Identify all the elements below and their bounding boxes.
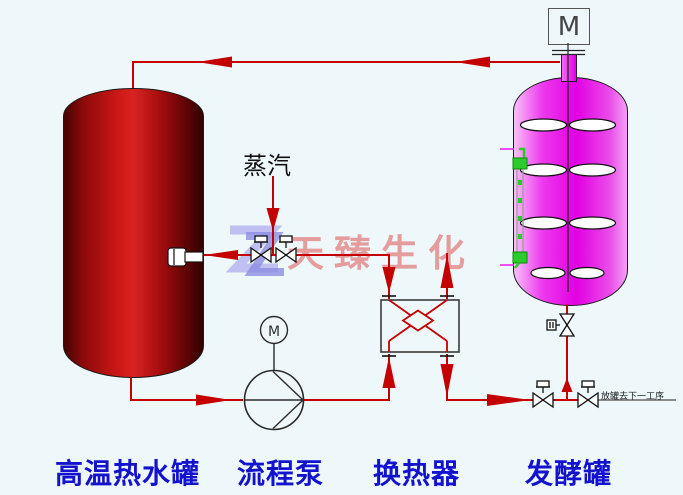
pump-motor-label: M <box>268 324 280 340</box>
pipe-pump-to-hx <box>304 354 390 401</box>
flow-arrow-icon <box>204 250 238 260</box>
label-fermenter: 发酵罐 <box>525 457 613 490</box>
label-hot-water-tank: 高温热水罐 <box>55 457 201 490</box>
flow-arrow-icon <box>266 208 280 231</box>
gate-valve-icon <box>577 380 599 409</box>
flow-arrow-icon <box>440 255 454 288</box>
pipe-hx-to-fermenter <box>446 354 590 401</box>
level-gauge-icon <box>500 147 528 269</box>
flow-arrow-icon <box>487 394 530 406</box>
steam-label: 蒸汽 <box>243 152 291 180</box>
flow-arrow-icon <box>382 267 396 293</box>
pump-icon: M <box>243 315 305 431</box>
fermenter-motor-label: M <box>557 11 581 42</box>
pipe-tank-outlet <box>130 376 243 401</box>
flow-arrow-icon <box>455 56 490 68</box>
gate-valve-icon <box>250 235 272 264</box>
agitator-shaft <box>552 43 585 292</box>
agitator-impeller-icon <box>519 118 617 280</box>
flow-arrows <box>196 56 573 406</box>
flow-arrow-icon <box>440 364 454 397</box>
gate-valve-icon <box>546 313 576 337</box>
flow-arrow-icon <box>197 56 232 68</box>
watermark-text: 天臻生化 <box>287 232 475 275</box>
flow-arrow-icon <box>196 394 231 406</box>
heat-exchanger-icon <box>380 295 460 357</box>
label-heat-exchanger: 换热器 <box>373 457 461 490</box>
steam-nozzle-icon <box>167 247 204 267</box>
pipe-return-top <box>132 61 560 88</box>
flow-arrow-icon <box>561 378 573 392</box>
discharge-note: 放罐去下一工序 <box>601 392 665 402</box>
fermenter-motor-icon: M <box>548 8 590 45</box>
hot-water-tank <box>63 88 204 378</box>
flow-arrow-icon <box>382 357 396 388</box>
gate-valve-icon <box>275 235 297 264</box>
red-pipes <box>130 61 590 401</box>
label-process-pump: 流程泵 <box>237 457 325 490</box>
gate-valve-icon <box>532 380 554 409</box>
pump-motor-icon <box>259 315 289 345</box>
